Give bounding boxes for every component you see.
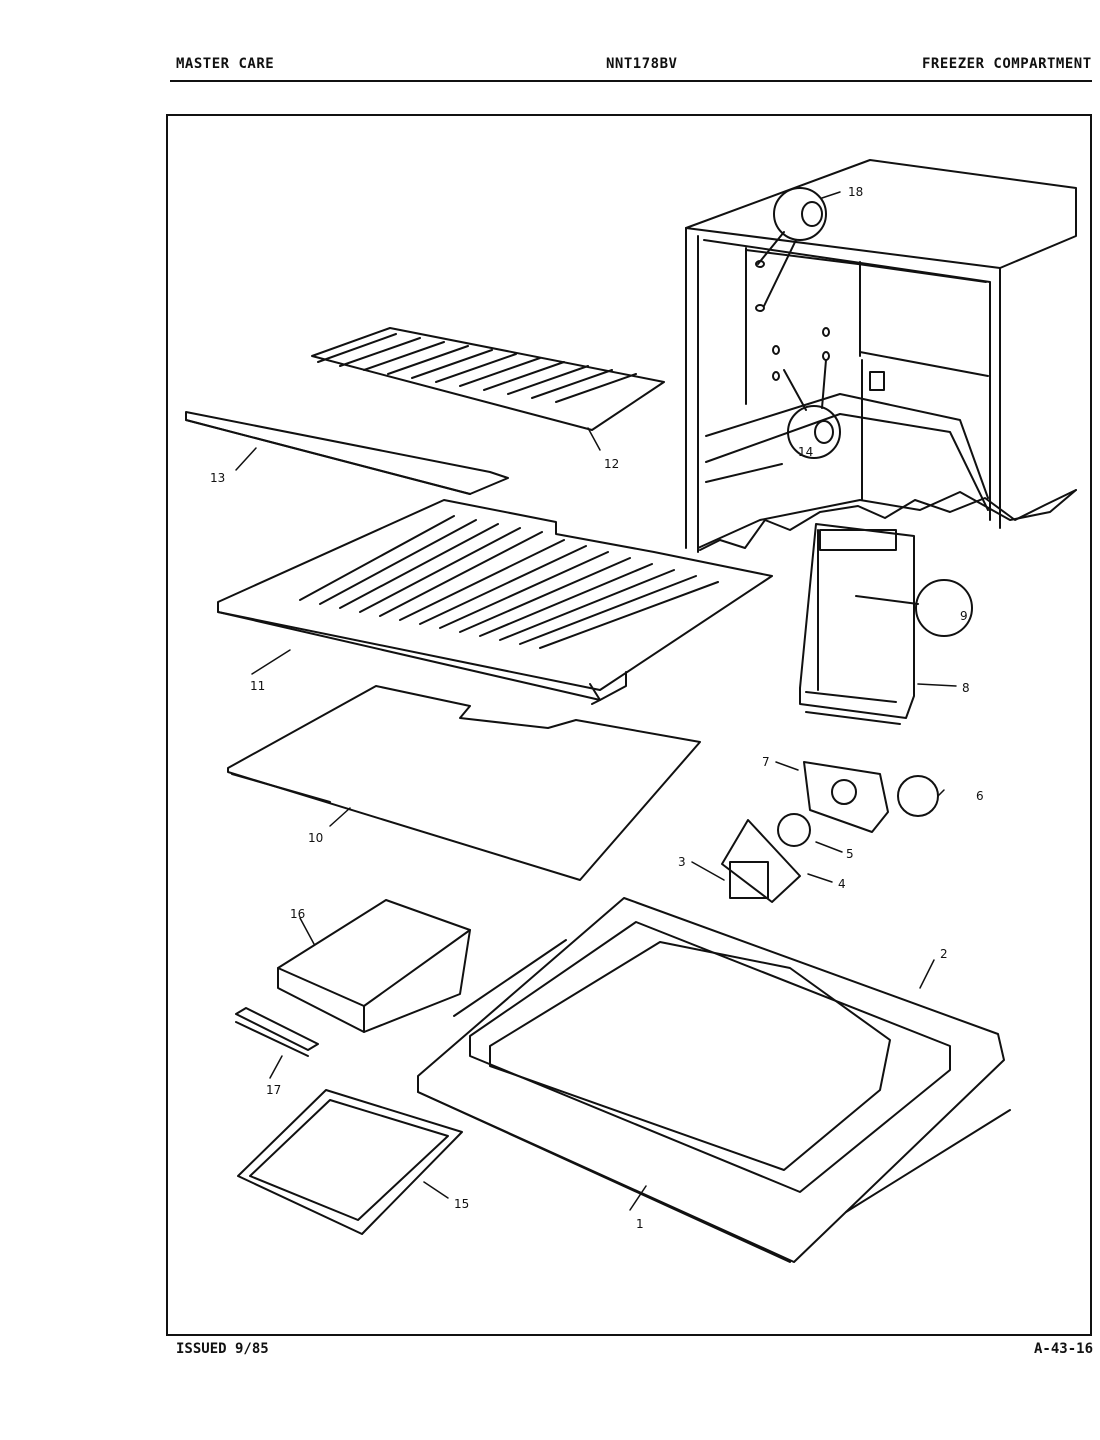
freezer-cabinet-drawing <box>685 159 1077 553</box>
glass-panel-drawing <box>227 685 701 881</box>
callout-13: 13 <box>210 471 225 485</box>
callout-18: 18 <box>848 185 863 199</box>
callout-5: 5 <box>846 847 854 861</box>
section-title: FREEZER COMPARTMENT <box>922 56 1092 72</box>
ice-tray-drawing <box>237 1089 463 1235</box>
freezer-floor-drawing <box>417 897 1011 1263</box>
callout-12: 12 <box>604 457 619 471</box>
brand-title: MASTER CARE <box>176 56 275 72</box>
callout-7: 7 <box>762 755 770 769</box>
callout-16: 16 <box>290 907 305 921</box>
callout-14: 14 <box>798 445 813 459</box>
callout-3: 3 <box>678 855 686 869</box>
diagram-frame <box>166 114 1092 1336</box>
callout-4: 4 <box>838 877 846 891</box>
callout-6: 6 <box>976 789 984 803</box>
header-rule <box>170 80 1092 82</box>
callout-8: 8 <box>962 681 970 695</box>
shelf-frame-drawing <box>217 499 773 705</box>
callout-9: 9 <box>960 609 968 623</box>
callout-2: 2 <box>940 947 948 961</box>
wire-shelf-drawing <box>185 327 665 495</box>
ice-bin-drawing <box>277 899 471 1033</box>
callout-15: 15 <box>454 1197 469 1211</box>
page-code: A-43-16 <box>1034 1341 1094 1357</box>
callout-11: 11 <box>250 679 265 693</box>
evaporator-cover-drawing <box>799 523 973 725</box>
shelf-stop-drawing <box>235 1007 319 1057</box>
callout-1: 1 <box>636 1217 644 1231</box>
leader-lines <box>235 191 957 1211</box>
model-number: NNT178BV <box>606 56 678 72</box>
callout-10: 10 <box>308 831 323 845</box>
callout-17: 17 <box>266 1083 281 1097</box>
issued-date: ISSUED 9/85 <box>176 1341 269 1357</box>
